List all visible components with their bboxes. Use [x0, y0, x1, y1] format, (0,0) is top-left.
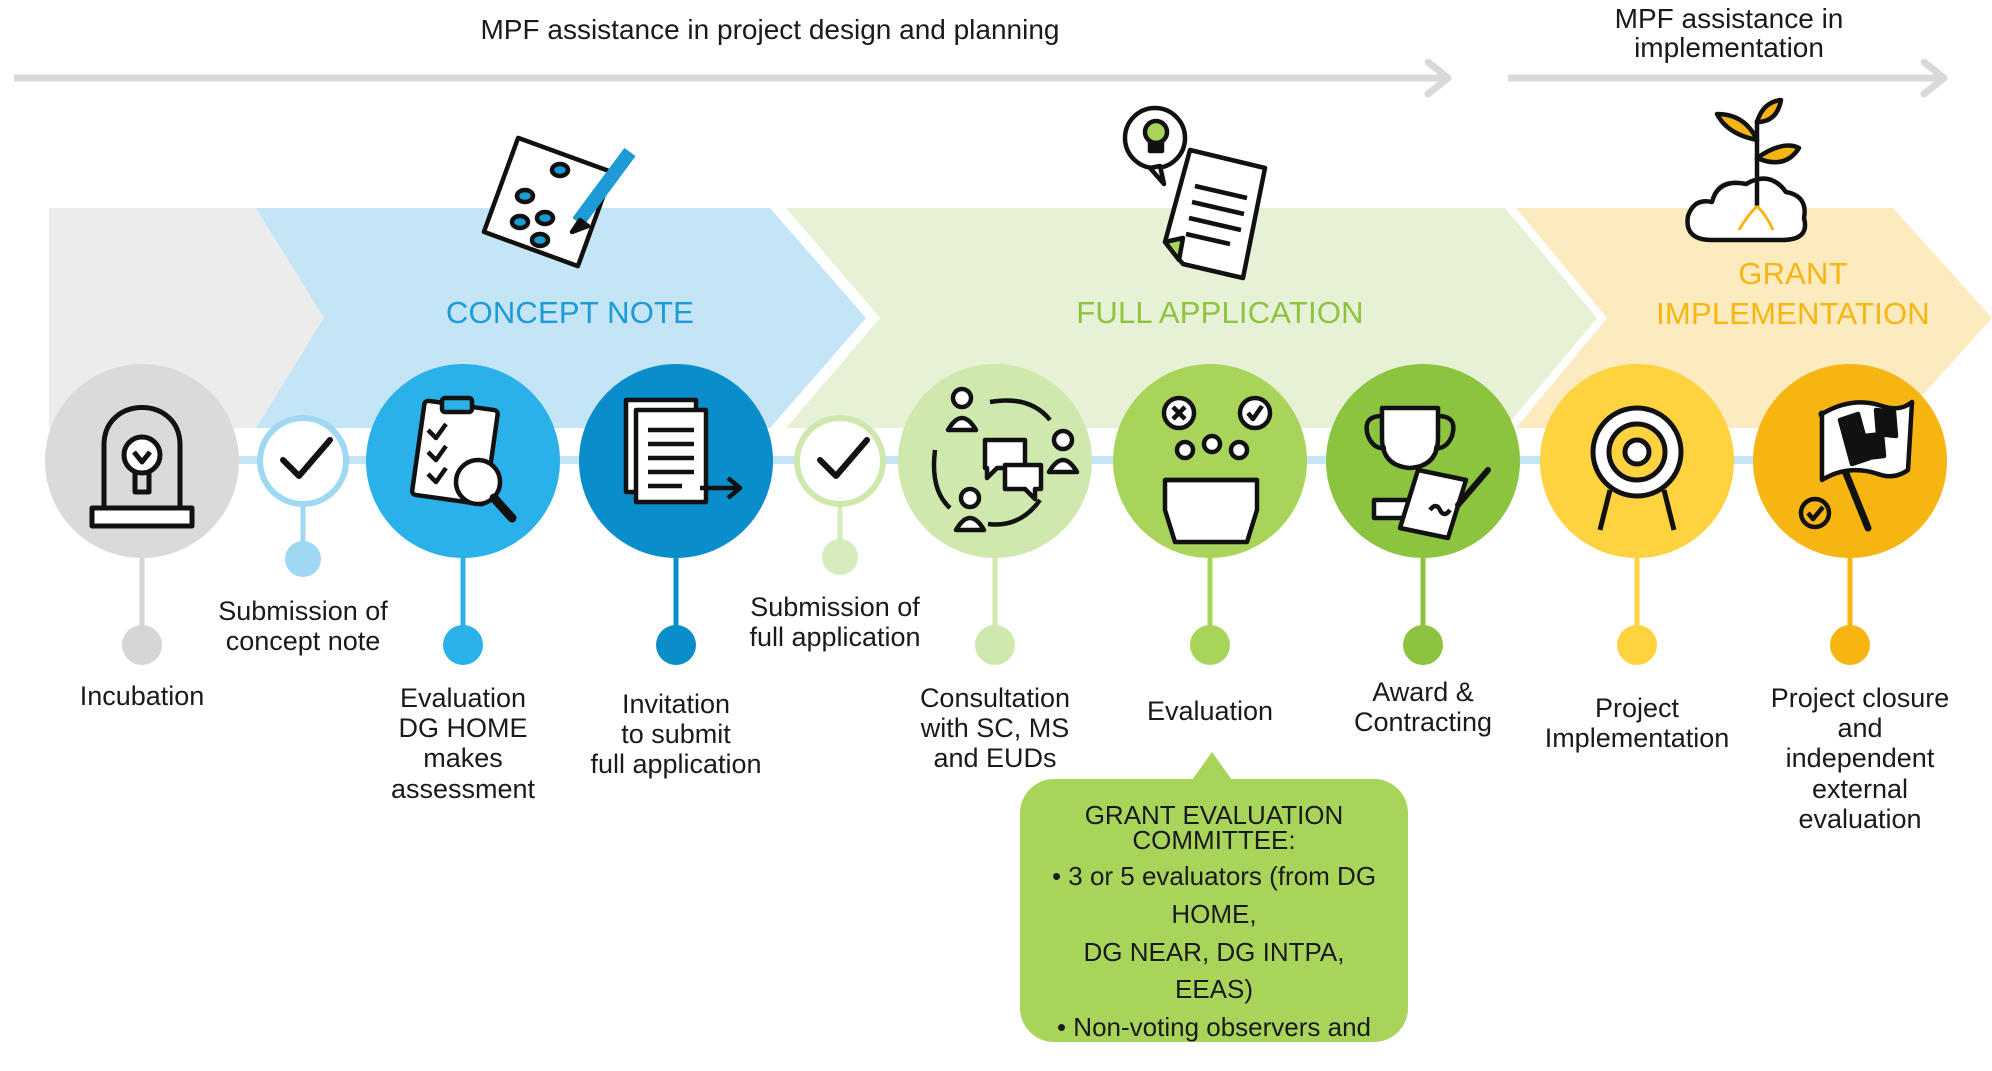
stems	[122, 500, 1870, 665]
label-line: makes	[423, 743, 503, 774]
committee-voting-icon	[1161, 395, 1273, 545]
label-line: full application	[590, 749, 762, 780]
label-line: Project closure	[1770, 683, 1950, 713]
step-invitation	[579, 364, 773, 558]
label-line: external	[1811, 773, 1909, 804]
step-evaluation-dg-home	[366, 364, 560, 558]
checkmark-icon	[817, 437, 870, 479]
checkered-flag-icon	[1798, 399, 1915, 532]
label-line: Submission of	[218, 596, 388, 626]
implementation-arrow	[1508, 58, 1948, 98]
design-planning-arrow	[14, 58, 1452, 98]
grant-title-line2: IMPLEMENTATION	[1656, 296, 1930, 332]
concept-map-pencil-icon	[481, 135, 636, 269]
label-line: Project	[1594, 693, 1680, 723]
label-line: independent	[1785, 743, 1935, 774]
callout-bullet1-line4: EEAS)	[1174, 974, 1254, 1005]
grant-implementation-title: GRANT IMPLEMENTATION	[1620, 254, 1966, 335]
callout-title-line1: GRANT EVALUATION	[1084, 800, 1344, 830]
step-submission-concept-note	[257, 415, 349, 507]
callout-pointer	[1192, 752, 1232, 780]
step-consultation	[898, 364, 1092, 558]
label-project-implementation: Project Implementation	[1532, 693, 1742, 753]
label-line: assessment	[390, 773, 536, 804]
consultation-cycle-icon	[931, 386, 1080, 533]
label-submission-full-application: Submission of full application	[730, 592, 940, 652]
label-submission-concept-note: Submission of concept note	[200, 596, 406, 656]
step-submission-full-application	[794, 415, 886, 507]
label-line: to submit	[621, 719, 731, 750]
lightbulb-dome-icon	[89, 405, 195, 529]
label-evaluation-dg-home: Evaluation DG HOME makes assessment	[363, 683, 563, 804]
label-line: concept note	[225, 626, 381, 657]
label-project-closure: Project closure and independent external…	[1750, 683, 1970, 834]
design-planning-caption: MPF assistance in project design and pla…	[480, 14, 1060, 45]
step-award-contracting	[1326, 364, 1520, 558]
callout-body: • 3 or 5 evaluators (from DG HOME, DG NE…	[1020, 852, 1408, 1042]
implementation-caption-line2: implementation	[1634, 32, 1824, 64]
label-line: full application	[749, 622, 921, 653]
target-icon	[1590, 405, 1684, 531]
label-line: and EUDs	[933, 743, 1057, 774]
step-incubation	[45, 364, 239, 558]
document-send-icon	[623, 397, 743, 505]
label-incubation: Incubation	[79, 681, 205, 711]
label-line: DG HOME	[398, 713, 528, 744]
label-line: Submission of	[750, 592, 920, 622]
label-line: and	[1837, 713, 1883, 744]
grant-title-line1: GRANT	[1738, 256, 1848, 291]
clipboard-magnifier-icon	[409, 395, 517, 523]
callout-title: GRANT EVALUATION COMMITTEE:	[1020, 800, 1408, 855]
callout-title-line2: COMMITTEE:	[1132, 824, 1296, 855]
label-line: Contracting	[1353, 707, 1493, 738]
label-award-contracting: Award & Contracting	[1323, 677, 1523, 737]
label-line: Consultation	[919, 683, 1071, 713]
concept-note-title: CONCEPT NOTE	[445, 295, 695, 330]
step-project-implementation	[1540, 364, 1734, 558]
label-line: Invitation	[621, 689, 731, 719]
callout-bullet1-line2: HOME,	[1171, 899, 1257, 930]
idea-document-icon	[1122, 105, 1268, 281]
plant-cloud-icon	[1685, 97, 1808, 243]
full-application-title: FULL APPLICATION	[1076, 295, 1364, 330]
step-project-closure	[1753, 364, 1947, 558]
callout-bullet1-line3: DG NEAR, DG INTPA,	[1083, 936, 1345, 967]
step-evaluation	[1113, 364, 1307, 558]
label-line: with SC, MS	[920, 713, 1070, 744]
label-consultation: Consultation with SC, MS and EUDs	[895, 683, 1095, 774]
implementation-caption: MPF assistance in implementation	[1538, 4, 1920, 63]
trophy-contract-icon	[1364, 405, 1491, 541]
label-line: Award &	[1372, 677, 1474, 707]
label-line: Implementation	[1544, 723, 1730, 754]
callout-bullet1-line1: • 3 or 5 evaluators (from DG	[1051, 861, 1377, 892]
callout-bullet2-line1: • Non-voting observers and	[1056, 1012, 1372, 1042]
checkmark-icon	[280, 437, 333, 479]
label-line: Evaluation	[399, 683, 527, 713]
label-invitation: Invitation to submit full application	[568, 689, 784, 780]
implementation-caption-line1: MPF assistance in	[1614, 3, 1844, 34]
grant-evaluation-committee-callout: GRANT EVALUATION COMMITTEE: • 3 or 5 eva…	[1020, 779, 1408, 1042]
label-line: evaluation	[1798, 803, 1922, 834]
label-evaluation: Evaluation	[1146, 696, 1274, 726]
